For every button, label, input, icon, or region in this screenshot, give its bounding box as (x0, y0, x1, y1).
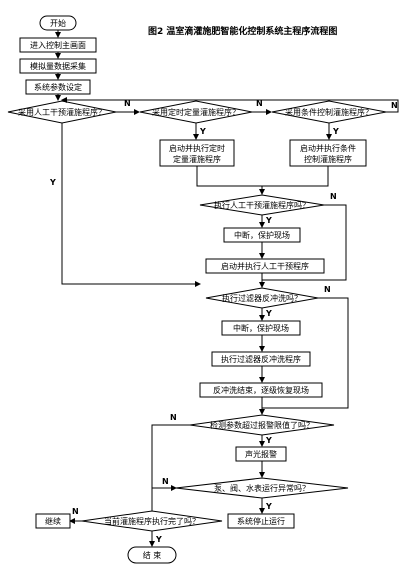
condition-program-box-line2: 控制灌施程序 (304, 154, 352, 164)
edge-label-no: N (324, 285, 331, 294)
end-node: 结 束 (143, 550, 162, 560)
decision-program-finished: 当前灌施程序执行完了吗？ (104, 516, 200, 526)
edge-label-no: N (124, 99, 131, 108)
system-stop-box: 系统停止运行 (237, 516, 285, 526)
system-params-box: 系统参数设定 (34, 82, 82, 92)
enter-main-screen-box: 进入控制主画面 (30, 40, 86, 50)
diagram-title: 图2 温室滴灌施肥智能化控制系统主程序流程图 (148, 25, 337, 37)
decision-pump-valve-abnormal: 泵、阀、水表运行异常吗？ (214, 483, 310, 493)
start-manual-program-box: 启动并执行人工干预程序 (221, 261, 309, 271)
interrupt-protect-box-2: 中断，保护现场 (233, 323, 289, 333)
edge-label-yes: Y (155, 535, 162, 544)
edge-label-yes: Y (199, 127, 206, 136)
interrupt-protect-box-1: 中断，保护现场 (234, 230, 290, 240)
continue-box: 继续 (45, 516, 61, 526)
edge-label-no: N (330, 192, 337, 201)
edge-label-no: N (72, 507, 79, 516)
edge-label-yes: Y (332, 127, 339, 136)
edge-label-yes: Y (265, 216, 272, 225)
decision-timed-program: 采用定时定量灌施程序？ (152, 107, 240, 117)
decision-alarm-limit: 检测参数超过报警限值了吗？ (210, 420, 314, 430)
decision-manual-program: 采用人工干预灌施程序？ (18, 107, 106, 117)
timed-program-box-line1: 启动并执行定时 (169, 143, 225, 153)
filter-backwash-program-box: 执行过滤器反冲洗程序 (221, 354, 301, 364)
start-node: 开始 (50, 18, 66, 28)
backwash-end-restore-box: 反冲洗结束，逐级恢复现场 (213, 385, 309, 395)
decision-filter-backwash: 执行过滤器反冲洗吗？ (222, 293, 302, 303)
edge-label-yes: Y (265, 436, 272, 445)
edge-label-no: N (256, 99, 263, 108)
edge-label-no: N (162, 477, 169, 486)
decision-condition-program: 采用条件控制灌施程序？ (285, 107, 373, 117)
edge-label-no: N (170, 413, 177, 422)
analog-data-collection-box: 模拟量数据采集 (30, 61, 86, 71)
sound-light-alarm-box: 声光报警 (245, 449, 277, 459)
edge-label-yes: Y (265, 309, 272, 318)
condition-program-box-line1: 启动并执行条件 (300, 143, 356, 153)
decision-execute-manual: 执行人工干预灌施程序吗？ (214, 200, 310, 210)
edge-label-yes: Y (265, 502, 272, 511)
edge-label-yes: Y (49, 178, 56, 187)
edge-label-no: N (391, 101, 398, 110)
timed-program-box-line2: 定量灌施程序 (173, 154, 221, 164)
